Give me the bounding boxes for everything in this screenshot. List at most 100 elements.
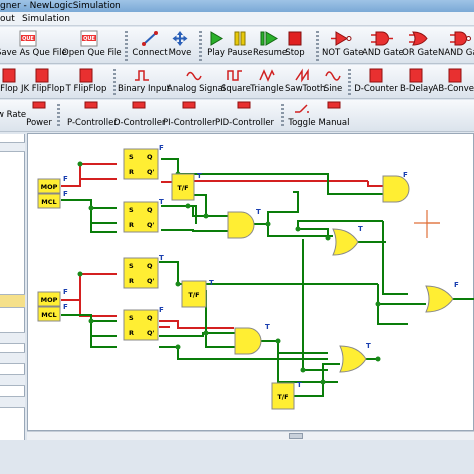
square-wave-button[interactable]: Square: [221, 65, 251, 99]
or-gate-1[interactable]: T: [332, 225, 363, 256]
circuit-diagram: MOP F MCL F MOP F MCL F S R: [37, 144, 474, 410]
input-mcl-1[interactable]: MCL F: [37, 190, 68, 209]
connect-icon: [142, 31, 158, 46]
menu-about[interactable]: out: [0, 14, 15, 24]
svg-text:T/F: T/F: [188, 291, 199, 299]
rate-button[interactable]: w Rate: [0, 108, 26, 128]
or-gate-button[interactable]: OR Gate: [401, 27, 439, 64]
input-mcl-2[interactable]: MCL F: [37, 303, 68, 322]
svg-text:R: R: [129, 277, 134, 285]
svg-text:T/F: T/F: [277, 393, 288, 401]
input-mop-2[interactable]: MOP F: [37, 288, 68, 307]
and-gate-button[interactable]: AND Gate: [362, 27, 404, 64]
toggle-icon: [295, 104, 309, 113]
manual-button[interactable]: Manual: [318, 101, 350, 130]
and-gate-icon: [371, 31, 393, 46]
svg-text:MCL: MCL: [41, 198, 56, 206]
sr-flipflop-4[interactable]: S R Q Q' F: [123, 306, 164, 341]
power-button[interactable]: Power: [25, 101, 53, 130]
jk-flipflop-button[interactable]: JK FlipFlop: [21, 65, 65, 99]
pause-icon: [234, 31, 246, 46]
play-button[interactable]: Play: [205, 27, 227, 64]
sine-wave-button[interactable]: Sine: [321, 65, 345, 99]
pi-controller-button[interactable]: PI-Controller: [163, 101, 216, 130]
sr-flipflop-2[interactable]: S R Q Q' T: [123, 198, 164, 233]
title-bar: gner - NewLogicSimulation: [0, 0, 474, 12]
status-bar: [0, 440, 474, 474]
and-gate-2[interactable]: T: [234, 323, 270, 355]
sawtooth-wave-button[interactable]: SawTooth: [285, 65, 325, 99]
or-gate-2[interactable]: T: [339, 342, 371, 373]
open-que-file-button[interactable]: QUE Open Que File: [62, 27, 122, 64]
and-gate-1[interactable]: T: [227, 208, 261, 239]
d-counter-button[interactable]: D-Counter: [352, 65, 400, 99]
svg-text:T/F: T/F: [177, 184, 188, 192]
pi-controller-icon: [182, 101, 196, 109]
svg-text:S: S: [129, 206, 134, 214]
move-button[interactable]: Move: [167, 27, 193, 64]
triangle-wave-label: Triangle: [250, 84, 284, 94]
left-panel-row[interactable]: [0, 396, 25, 408]
horizontal-scrollbar[interactable]: [27, 431, 474, 440]
nand-gate-button[interactable]: NAND Gate: [438, 27, 474, 64]
left-panel-row[interactable]: [0, 332, 25, 344]
flipflop-icon: [2, 68, 16, 83]
ab-converter-icon: [448, 68, 462, 83]
and-gate-top[interactable]: F: [382, 171, 410, 203]
crosshair-cursor-icon: [414, 210, 440, 238]
d-controller-button[interactable]: D-Controller: [114, 101, 166, 130]
t-flipflop-button[interactable]: T FlipFlop: [64, 65, 108, 99]
toolbar-separator: [57, 104, 60, 128]
simulation-canvas[interactable]: MOP F MCL F MOP F MCL F S R: [27, 133, 474, 431]
menu-simulation[interactable]: Simulation: [22, 14, 70, 24]
save-as-que-file-button[interactable]: QUE Save As Que File: [0, 27, 67, 64]
sr-flipflop-3[interactable]: S R Q Q' T: [123, 254, 164, 289]
nand-gate-icon: [450, 31, 471, 46]
triangle-wave-button[interactable]: Triangle: [249, 65, 285, 99]
svg-text:Q': Q': [147, 168, 155, 176]
t-flipflop-label: T FlipFlop: [65, 84, 107, 94]
svg-text:S: S: [129, 262, 134, 270]
square-wave-label: Square: [221, 84, 251, 94]
svg-text:T: T: [197, 172, 202, 180]
analog-signal-label: Analog Signal: [167, 84, 226, 94]
binary-input-button[interactable]: Binary Input: [118, 65, 171, 99]
power-label: Power: [26, 118, 52, 128]
resume-button[interactable]: Resume: [253, 27, 287, 64]
input-mop-1[interactable]: MOP F: [37, 175, 68, 194]
or-gate-output[interactable]: F: [425, 281, 459, 313]
sr-flipflop-1[interactable]: S R Q Q' F: [123, 144, 164, 180]
pause-button[interactable]: Pause: [226, 27, 254, 64]
t-flipflop-2[interactable]: T/F T: [181, 279, 214, 308]
svg-text:F: F: [63, 190, 68, 198]
que-file-save-icon: QUE: [19, 30, 37, 47]
svg-text:MOP: MOP: [41, 296, 58, 304]
left-panel-row[interactable]: [0, 374, 25, 386]
connect-button[interactable]: Connect: [132, 27, 168, 64]
pid-controller-button[interactable]: PID-Controller: [215, 101, 275, 130]
b-delay-icon: [409, 68, 423, 83]
left-panel-row[interactable]: [0, 352, 25, 364]
not-gate-button[interactable]: NOT Gate: [322, 27, 363, 64]
analog-signal-button[interactable]: Analog Signal: [167, 65, 226, 99]
flipflop-button[interactable]: Flop: [0, 65, 22, 99]
p-controller-button[interactable]: P-Controller: [67, 101, 117, 130]
toolbar-separator: [281, 104, 284, 128]
t-flipflop-1[interactable]: T/F T: [171, 172, 202, 201]
stop-icon: [288, 31, 302, 46]
toolbar-separator: [348, 69, 351, 96]
b-delay-button[interactable]: B-Delay: [400, 65, 433, 99]
menu-bar: out Simulation: [0, 12, 474, 26]
d-controller-label: D-Controller: [114, 118, 166, 128]
ab-converter-button[interactable]: AB-Conver: [432, 65, 474, 99]
pid-controller-label: PID-Controller: [215, 118, 275, 128]
t-flipflop-3[interactable]: T/F T: [271, 381, 302, 410]
toggle-button[interactable]: Toggle: [287, 102, 317, 130]
d-controller-icon: [132, 101, 146, 109]
jk-flipflop-label: JK FlipFlop: [21, 84, 65, 94]
binary-input-label: Binary Input: [118, 84, 171, 94]
scrollbar-thumb[interactable]: [289, 433, 303, 439]
left-panel-selected-item[interactable]: [0, 294, 25, 308]
stop-button[interactable]: Stop: [284, 27, 306, 64]
